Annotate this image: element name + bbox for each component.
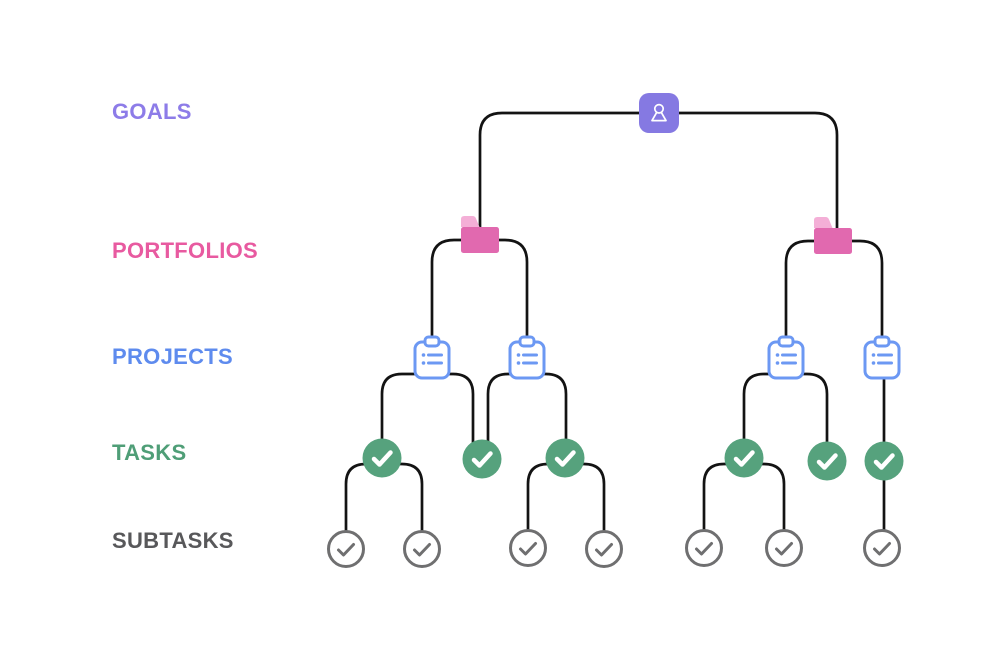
edge-project-2-to-task-2 xyxy=(486,372,514,448)
folder-icon xyxy=(461,216,499,253)
edge-portfolio-1-to-project-2 xyxy=(496,238,529,347)
edge-task-3-to-subtask-4 xyxy=(577,462,606,538)
task-3-node xyxy=(545,438,585,478)
clipboard-icon xyxy=(767,335,805,380)
check-icon xyxy=(695,542,713,556)
edge-project-1-to-task-2 xyxy=(444,372,475,448)
portfolio-1-node xyxy=(461,216,499,253)
check-icon xyxy=(595,543,613,557)
portfolio-2-node xyxy=(814,217,852,254)
edge-task-1-to-subtask-1 xyxy=(344,462,370,538)
project-1-node xyxy=(413,335,451,380)
check-icon xyxy=(519,542,537,556)
edge-portfolio-2-to-project-3 xyxy=(784,239,817,347)
check-icon xyxy=(371,450,393,467)
goal-node xyxy=(639,93,679,133)
edge-project-3-to-task-4 xyxy=(742,372,773,448)
edge-project-2-to-task-3 xyxy=(540,372,568,448)
check-icon xyxy=(873,453,895,470)
clipboard-icon xyxy=(863,335,901,380)
task-5-node xyxy=(807,441,847,481)
subtask-5-node xyxy=(685,529,723,567)
project-3-node xyxy=(767,335,805,380)
check-icon xyxy=(775,542,793,556)
clipboard-icon xyxy=(413,335,451,380)
check-icon xyxy=(873,542,891,556)
subtask-4-node xyxy=(585,530,623,568)
check-icon xyxy=(337,543,355,557)
edge-task-1-to-subtask-2 xyxy=(394,462,424,538)
subtask-1-node xyxy=(327,530,365,568)
task-6-node xyxy=(864,441,904,481)
subtask-7-node xyxy=(863,529,901,567)
clipboard-icon xyxy=(508,335,546,380)
person-icon xyxy=(651,103,667,122)
check-icon xyxy=(471,451,493,468)
edge-portfolio-1-to-project-1 xyxy=(430,238,464,347)
check-icon xyxy=(413,543,431,557)
edge-task-3-to-subtask-3 xyxy=(526,462,553,537)
project-4-node xyxy=(863,335,901,380)
check-icon xyxy=(733,450,755,467)
task-2-node xyxy=(462,439,502,479)
edge-task-4-to-subtask-5 xyxy=(702,462,732,537)
task-1-node xyxy=(362,438,402,478)
edge-project-3-to-task-5 xyxy=(799,372,829,451)
check-icon xyxy=(554,450,576,467)
subtask-2-node xyxy=(403,530,441,568)
subtask-6-node xyxy=(765,529,803,567)
edge-task-4-to-subtask-6 xyxy=(756,462,786,537)
project-2-node xyxy=(508,335,546,380)
check-icon xyxy=(816,453,838,470)
task-4-node xyxy=(724,438,764,478)
edge-project-1-to-task-1 xyxy=(380,372,419,448)
subtask-3-node xyxy=(509,529,547,567)
edge-goal-to-portfolio-2 xyxy=(676,111,839,232)
edge-goal-to-portfolio-1 xyxy=(478,111,642,232)
edge-portfolio-2-to-project-4 xyxy=(849,239,884,347)
folder-icon xyxy=(814,217,852,254)
